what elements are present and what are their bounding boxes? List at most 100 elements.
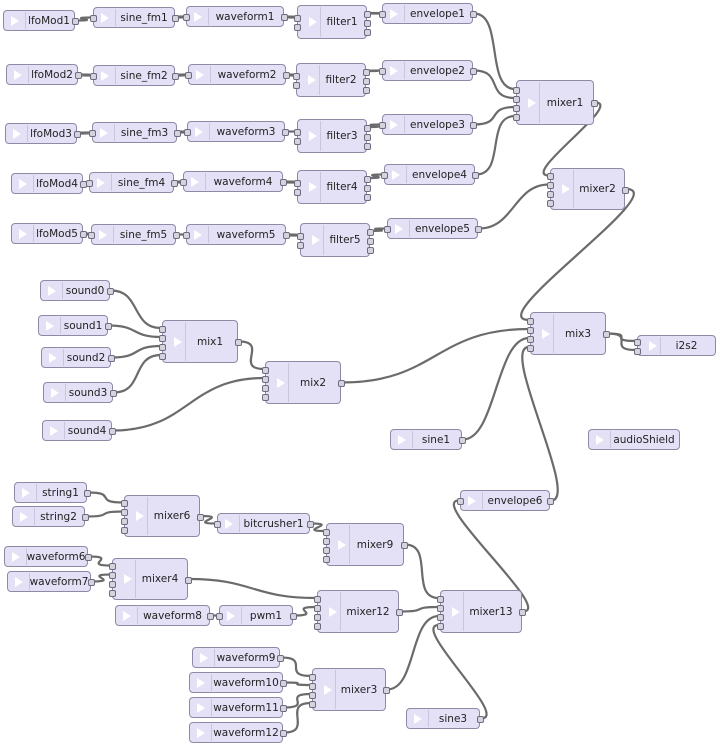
input-port[interactable] — [323, 537, 330, 545]
wire-sound2-to-mix1[interactable] — [111, 344, 162, 359]
input-port[interactable] — [294, 129, 301, 136]
node-envelope1[interactable]: envelope1 — [379, 3, 477, 24]
output-port[interactable] — [603, 331, 610, 338]
output-port[interactable] — [283, 72, 290, 79]
output-port[interactable] — [174, 130, 181, 137]
wire-mixer3-to-mixer13[interactable] — [386, 614, 440, 691]
node-sound0[interactable]: sound0 — [40, 280, 114, 301]
node-mixer1[interactable]: mixer1 — [513, 80, 598, 125]
output-port[interactable] — [85, 554, 92, 561]
input-port[interactable] — [86, 180, 93, 187]
output-port[interactable] — [364, 19, 371, 27]
input-port[interactable] — [214, 521, 221, 528]
input-port[interactable] — [379, 68, 386, 75]
wire-mix1-to-mix2[interactable] — [238, 340, 265, 371]
input-port[interactable] — [121, 518, 128, 525]
output-port[interactable] — [207, 613, 214, 620]
node-waveform4[interactable]: waveform4 — [180, 171, 287, 192]
output-port[interactable] — [367, 228, 374, 236]
node-mixer3[interactable]: mixer3 — [309, 668, 390, 711]
node-audioshield[interactable]: audioShield — [588, 429, 680, 450]
input-port[interactable] — [183, 14, 190, 21]
output-port[interactable] — [396, 609, 403, 616]
output-port[interactable] — [72, 18, 79, 25]
wire-envelope3-to-mixer1[interactable] — [473, 105, 516, 126]
input-port[interactable] — [109, 563, 116, 570]
node-waveform6[interactable]: waveform6 — [4, 546, 92, 567]
output-port[interactable] — [280, 705, 287, 712]
node-sound2[interactable]: sound2 — [41, 347, 115, 368]
input-port[interactable] — [121, 500, 128, 507]
input-port[interactable] — [457, 498, 464, 505]
wire-string2-to-mixer6[interactable] — [85, 510, 124, 518]
wire-waveform9-to-mixer3[interactable] — [280, 656, 312, 678]
input-port[interactable] — [293, 82, 300, 89]
node-envelope5[interactable]: envelope5 — [384, 218, 482, 239]
input-port[interactable] — [109, 581, 116, 588]
wire-waveform6-to-mixer4[interactable] — [88, 555, 112, 567]
input-port[interactable] — [89, 130, 96, 137]
output-port[interactable] — [622, 186, 629, 194]
input-port[interactable] — [437, 595, 444, 603]
input-port[interactable] — [159, 334, 166, 342]
input-port[interactable] — [314, 622, 321, 630]
output-port[interactable] — [197, 513, 204, 521]
wire-envelope6-to-mix3[interactable] — [521, 345, 559, 502]
output-port[interactable] — [591, 100, 598, 107]
output-port[interactable] — [172, 15, 179, 22]
node-waveform1[interactable]: waveform1 — [183, 6, 288, 27]
output-port[interactable] — [173, 232, 180, 239]
input-port[interactable] — [437, 604, 444, 612]
node-i2s2[interactable]: i2s2 — [634, 335, 716, 356]
node-envelope4[interactable]: envelope4 — [381, 164, 479, 185]
output-port[interactable] — [477, 716, 484, 723]
node-mix1[interactable]: mix1 — [159, 320, 242, 363]
output-port[interactable] — [283, 232, 290, 239]
output-port[interactable] — [282, 129, 289, 136]
node-mix3[interactable]: mix3 — [527, 312, 610, 355]
output-port[interactable] — [109, 428, 116, 435]
wire-lfoMod2-to-sine_fm2[interactable] — [78, 73, 93, 77]
input-port[interactable] — [262, 393, 269, 401]
output-port[interactable] — [338, 380, 345, 387]
input-port[interactable] — [513, 104, 520, 112]
wire-envelope4-to-mixer1[interactable] — [475, 114, 516, 176]
input-port[interactable] — [184, 129, 191, 136]
node-string2[interactable]: string2 — [12, 506, 89, 527]
wire-mixer1-to-mixer2[interactable] — [542, 101, 602, 177]
wire-sound4-to-mix2[interactable] — [112, 376, 265, 432]
node-mixer2[interactable]: mixer2 — [547, 168, 629, 210]
input-port[interactable] — [527, 326, 534, 334]
wire-mixer12-to-mixer13[interactable] — [399, 605, 440, 613]
input-port[interactable] — [379, 11, 386, 18]
node-sound4[interactable]: sound4 — [42, 420, 116, 441]
input-port[interactable] — [314, 613, 321, 621]
node-sine3[interactable]: sine3 — [406, 708, 484, 729]
output-port[interactable] — [472, 172, 479, 179]
node-sound1[interactable]: sound1 — [38, 315, 112, 336]
input-port[interactable] — [185, 72, 192, 79]
wire-mix2-to-mix3[interactable] — [341, 327, 530, 384]
output-port[interactable] — [280, 730, 287, 737]
node-sine-fm2[interactable]: sine_fm2 — [90, 65, 179, 86]
output-port[interactable] — [364, 10, 371, 18]
wire-lfoMod3-to-sine_fm3[interactable] — [77, 131, 92, 135]
input-port[interactable] — [309, 691, 316, 699]
input-port[interactable] — [527, 335, 534, 343]
input-port[interactable] — [547, 182, 554, 189]
input-port[interactable] — [384, 226, 391, 233]
input-port[interactable] — [262, 366, 269, 374]
input-port[interactable] — [513, 86, 520, 94]
output-port[interactable] — [367, 237, 374, 245]
input-port[interactable] — [109, 572, 116, 579]
wire-mixer2-to-mix3[interactable] — [520, 187, 635, 322]
wire-envelope1-to-mixer1[interactable] — [473, 12, 516, 91]
node-pwm1[interactable]: pwm1 — [216, 605, 297, 626]
wire-waveform4-to-filter4[interactable] — [283, 180, 297, 184]
input-port[interactable] — [437, 622, 444, 630]
node-envelope6[interactable]: envelope6 — [457, 490, 554, 511]
node-lfomod1[interactable]: lfoMod1 — [3, 10, 79, 31]
input-port[interactable] — [527, 317, 534, 325]
node-waveform8[interactable]: waveform8 — [115, 605, 214, 626]
